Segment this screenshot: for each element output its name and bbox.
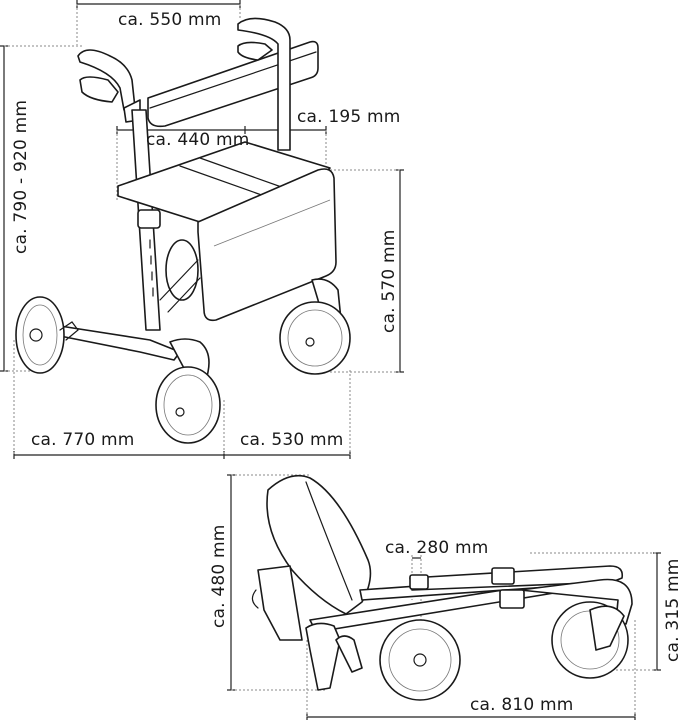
label-folded-width: ca. 280 mm	[385, 538, 489, 558]
label-handle-height: ca. 790 - 920 mm	[11, 99, 31, 254]
label-total-length: ca. 770 mm	[31, 430, 135, 450]
label-handle-width: ca. 550 mm	[118, 10, 222, 30]
label-folded-length: ca. 810 mm	[470, 695, 574, 715]
label-seat-width: ca. 440 mm	[146, 130, 250, 150]
label-seat-depth: ca. 195 mm	[297, 107, 401, 127]
label-folded-height: ca. 480 mm	[209, 524, 229, 628]
label-seat-height: ca. 570 mm	[379, 229, 399, 333]
label-front-width: ca. 530 mm	[240, 430, 344, 450]
label-folded-wheel-height: ca. 315 mm	[663, 558, 681, 662]
